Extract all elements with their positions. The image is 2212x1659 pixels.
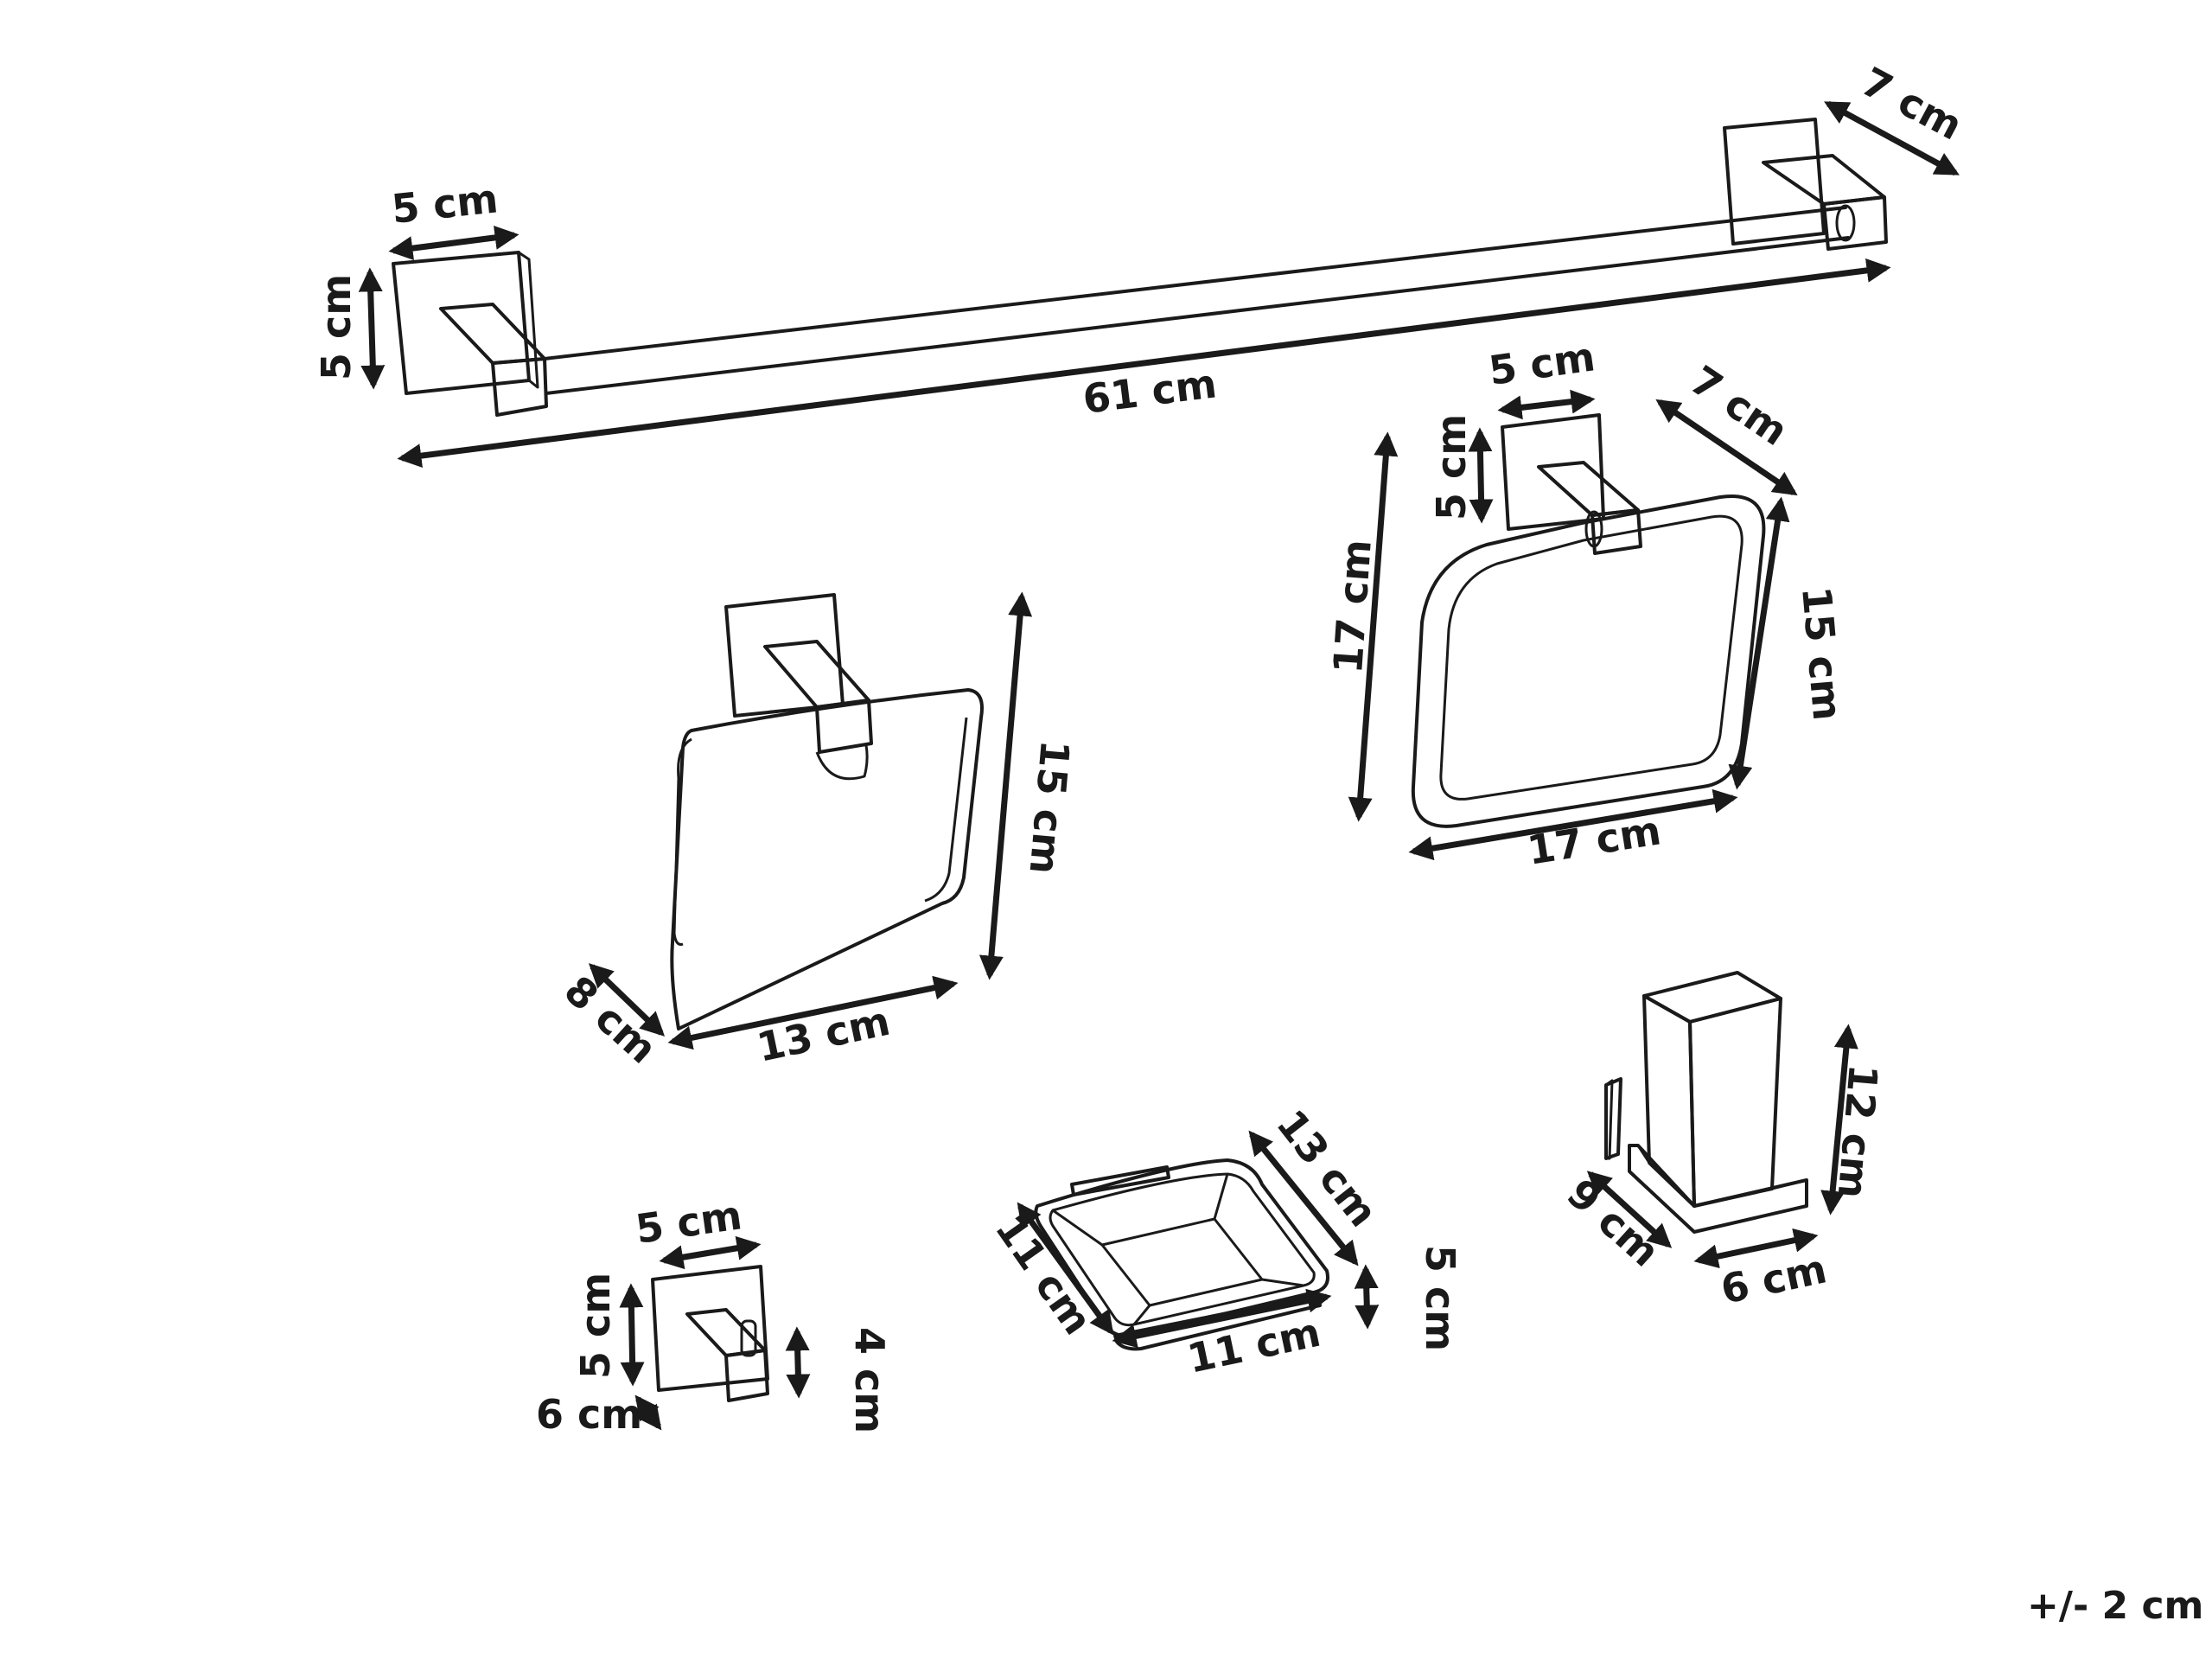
rail-projection-label: 7 cm bbox=[1854, 58, 1970, 150]
ring-projection-label: 7 cm bbox=[1682, 356, 1796, 455]
ring-base-width-label: 5 cm bbox=[1486, 333, 1598, 394]
hook-dimensions: 5 cm 5 cm 6 cm 4 cm bbox=[536, 1191, 893, 1438]
rail-dimensions: 5 cm 5 cm 7 cm 61 cm bbox=[313, 58, 1970, 469]
ring-dimensions: 5 cm 5 cm 7 cm 17 cm 15 cm 17 cm bbox=[1324, 333, 1851, 874]
ring-width-label: 17 cm bbox=[1524, 807, 1664, 874]
hook-base-height-label: 5 cm bbox=[572, 1273, 619, 1379]
hook-height-label: 4 cm bbox=[846, 1327, 893, 1433]
dish-height-label: 5 cm bbox=[1417, 1245, 1463, 1351]
paper-holder-height-label: 15 cm bbox=[1021, 738, 1079, 876]
robe-hook bbox=[651, 1265, 769, 1402]
toilet-paper-holder bbox=[670, 593, 984, 1030]
soap-dish bbox=[1034, 1158, 1329, 1351]
paper-holder-dimensions: 15 cm 13 cm 8 cm bbox=[556, 591, 1079, 1073]
cup-height-label: 12 cm bbox=[1829, 1062, 1887, 1200]
soap-dish-dimensions: 13 cm 11 cm 11 cm 5 cm bbox=[986, 1101, 1463, 1382]
hook-base-width-label: 5 cm bbox=[633, 1191, 745, 1253]
rail-base-width-label: 5 cm bbox=[390, 175, 500, 233]
cup-depth-label: 9 cm bbox=[1559, 1170, 1669, 1276]
tolerance-note: +/- 2 cm bbox=[2027, 1584, 2203, 1628]
ring-overall-height-label: 17 cm bbox=[1324, 538, 1380, 675]
toothbrush-tumbler bbox=[1604, 971, 1808, 1234]
tumbler-dimensions: 12 cm 9 cm 6 cm bbox=[1559, 1024, 1887, 1313]
rail-base-height-label: 5 cm bbox=[313, 274, 360, 380]
ring-base-height-label: 5 cm bbox=[1428, 414, 1475, 520]
ring-inner-height-label: 15 cm bbox=[1793, 584, 1851, 722]
hook-depth-label: 6 cm bbox=[536, 1391, 642, 1438]
